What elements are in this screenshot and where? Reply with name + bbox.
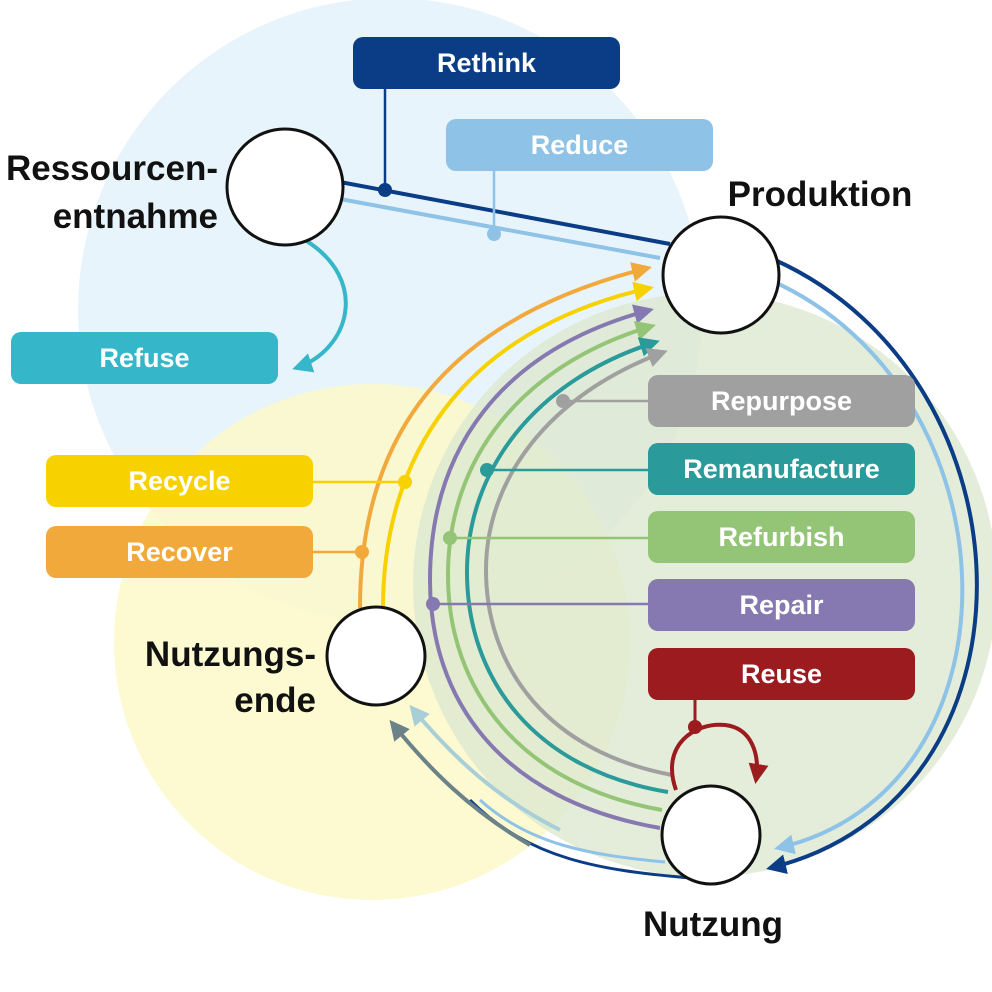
label-produktion: Produktion: [728, 175, 913, 214]
remanufacture-pill: [648, 443, 915, 495]
repurpose-loop-arc: [483, 348, 673, 777]
label-ressourcenentnahme-line2: entnahme: [53, 197, 218, 236]
recycle-label: Recycle: [128, 466, 230, 496]
reuse-loop-arrow: [670, 722, 769, 791]
remanufacture-loop-arc: [464, 337, 669, 794]
reduce-label: Reduce: [531, 130, 629, 160]
reuse-pill: [648, 648, 915, 700]
reduce-pill: [446, 119, 713, 171]
repair-pill: [648, 579, 915, 631]
reuse-label: Reuse: [741, 659, 822, 689]
repair-joint: [426, 597, 440, 611]
refurbish-joint: [443, 531, 457, 545]
remanufacture-joint: [480, 463, 494, 477]
repurpose-label: Repurpose: [711, 386, 852, 416]
rethink-joint: [378, 183, 392, 197]
refuse-arrow: [292, 238, 348, 373]
bottom-arc-lightblue: [478, 798, 666, 864]
refuse-pill: [11, 332, 278, 384]
recover-loop-arc: [358, 262, 652, 609]
repurpose-joint: [556, 394, 570, 408]
refurbish-pill: [648, 511, 915, 563]
rethink-flow-line: [339, 180, 671, 246]
node-nutzungsende: [325, 605, 427, 707]
recover-joint: [355, 545, 369, 559]
repair-loop-arc: [427, 304, 661, 830]
label-nutzung: Nutzung: [643, 905, 783, 944]
refurbish-loop-arc: [445, 320, 663, 812]
node-nutzung: [660, 784, 762, 886]
return-arrow-slate: [389, 719, 532, 847]
reduce-flow-line: [339, 197, 661, 260]
node-produktion: [661, 215, 781, 335]
label-nutzungsende-line1: Nutzungs-: [145, 635, 316, 674]
recycle-joint: [398, 475, 412, 489]
reduce-joint: [487, 227, 501, 241]
outer-arc-navy: [766, 258, 979, 874]
repair-label: Repair: [739, 590, 824, 620]
recover-label: Recover: [126, 537, 233, 567]
rethink-pill: [353, 37, 620, 89]
repurpose-pill: [648, 375, 915, 427]
outer-arc-lightblue: [769, 278, 965, 855]
recycle-loop-arc: [381, 281, 654, 609]
recycle-pill: [46, 455, 313, 507]
refuse-label: Refuse: [99, 343, 189, 373]
return-arrow-pale: [409, 704, 561, 832]
recover-pill: [46, 526, 313, 578]
label-ressourcenentnahme-line1: Ressourcen-: [6, 149, 218, 188]
node-ressourcenentnahme: [225, 127, 345, 247]
rethink-label: Rethink: [437, 48, 537, 78]
refurbish-label: Refurbish: [718, 522, 844, 552]
label-nutzungsende-line2: ende: [234, 681, 316, 720]
remanufacture-label: Remanufacture: [683, 454, 880, 484]
